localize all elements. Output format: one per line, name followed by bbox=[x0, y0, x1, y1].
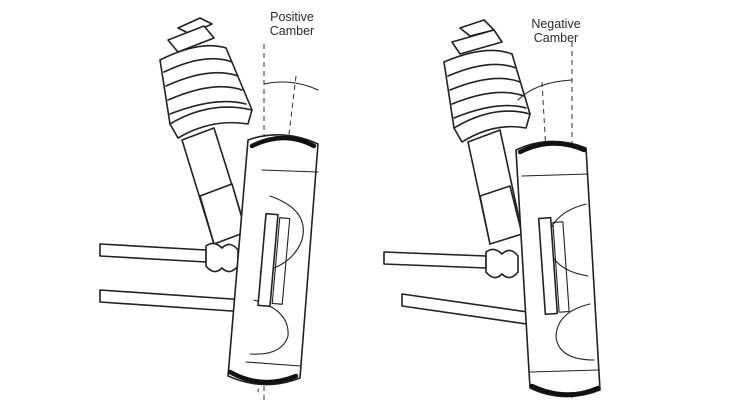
negative-tilted-wheel bbox=[515, 140, 601, 398]
positive-camber-label-line2: Camber bbox=[269, 24, 315, 38]
tread-top bbox=[517, 141, 587, 155]
negative-camber-label-line1: Negative bbox=[531, 17, 581, 31]
tread-top bbox=[249, 135, 317, 149]
lower-control-arm bbox=[99, 289, 247, 313]
positive-camber-label: Positive Camber bbox=[262, 10, 322, 38]
negative-camber-label: Negative Camber bbox=[524, 17, 588, 45]
camber-angle-arc bbox=[263, 81, 319, 91]
negative-camber-assembly bbox=[383, 19, 601, 400]
strut-knuckle bbox=[479, 185, 523, 245]
negative-camber-label-line2: Camber bbox=[533, 31, 579, 45]
coil-spring bbox=[159, 17, 253, 139]
camber-angle-arc bbox=[517, 79, 573, 101]
positive-camber-label-line1: Positive bbox=[270, 10, 314, 24]
drive-shaft bbox=[383, 248, 519, 279]
positive-tilted-wheel bbox=[227, 134, 319, 386]
positive-camber-assembly bbox=[99, 17, 319, 400]
coil-spring bbox=[443, 19, 531, 143]
drive-shaft bbox=[99, 242, 239, 273]
tread-bottom bbox=[227, 369, 299, 385]
strut-knuckle bbox=[199, 183, 247, 245]
tread-bottom bbox=[529, 383, 601, 397]
